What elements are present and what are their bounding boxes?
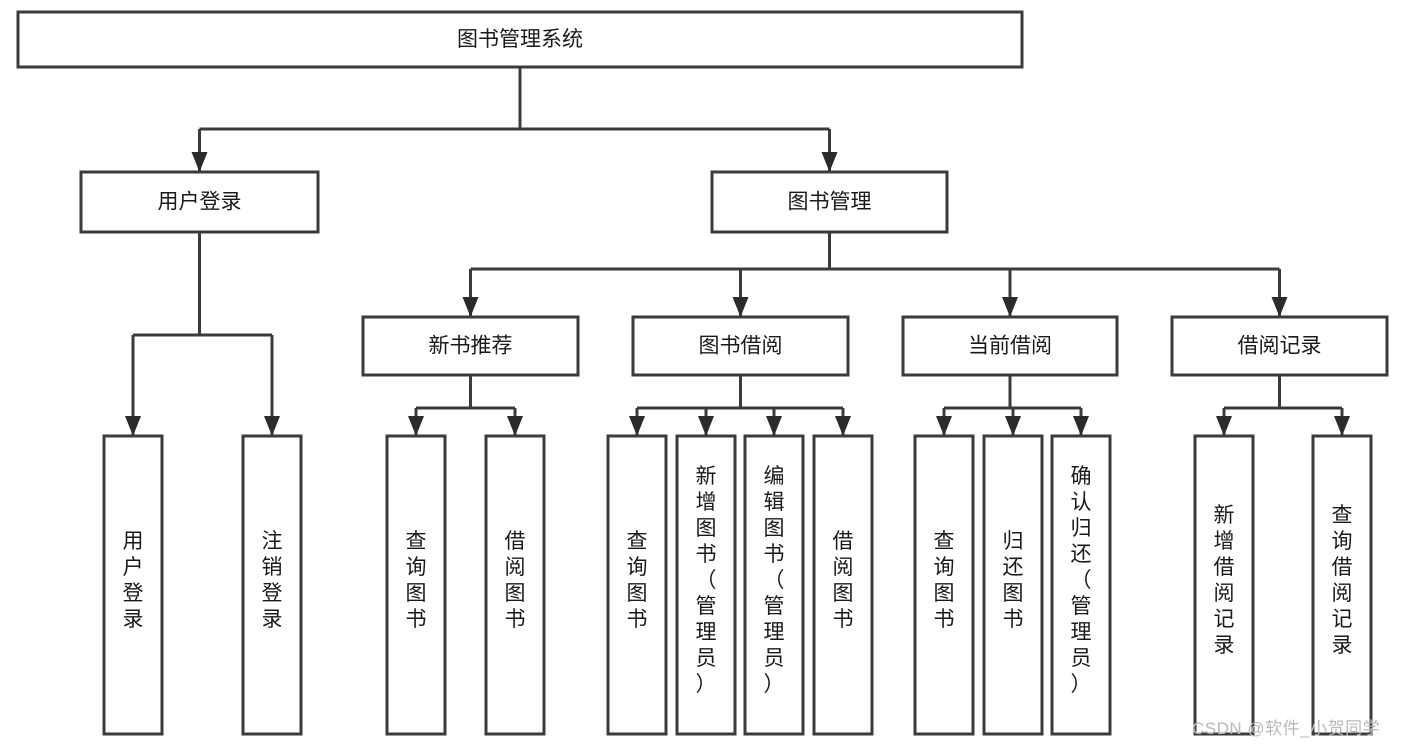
arrow-head-icon xyxy=(507,416,523,436)
node-leaf-user-login[interactable]: 用户登录 xyxy=(102,434,164,736)
node-leaf-edit-book[interactable]: 编辑图书（管理员） xyxy=(743,434,805,736)
node-leaf-query-record[interactable]: 查询借阅记录 xyxy=(1311,434,1373,736)
arrow-head-icon xyxy=(1002,297,1018,317)
csdn-watermark: CSDN @软件_小贺同学 xyxy=(1192,719,1381,738)
node-label-leaf-borrow-book-rec: 借阅图书 xyxy=(505,530,526,631)
node-label-leaf-logout: 注销登录 xyxy=(262,530,283,631)
node-leaf-query-book-borrow[interactable]: 查询图书 xyxy=(606,434,668,736)
node-leaf-logout[interactable]: 注销登录 xyxy=(241,434,303,736)
node-box-leaf-add-record xyxy=(1193,434,1255,736)
node-label-leaf-add-record: 新增借阅记录 xyxy=(1214,504,1235,657)
node-box-current-borrow xyxy=(901,315,1119,377)
arrow-head-icon xyxy=(191,152,208,172)
node-leaf-borrow-book-rec[interactable]: 借阅图书 xyxy=(484,434,546,736)
node-leaf-return-book[interactable]: 归还图书 xyxy=(982,434,1044,736)
arrow-head-icon xyxy=(1005,416,1021,436)
node-label-root: 图书管理系统 xyxy=(457,28,583,51)
arrow-head-icon xyxy=(821,152,838,172)
node-label-leaf-query-record: 查询借阅记录 xyxy=(1332,504,1353,657)
arrow-head-icon xyxy=(629,416,645,436)
arrow-head-icon xyxy=(408,416,424,436)
arrow-head-icon xyxy=(125,416,141,436)
node-label-user-login: 用户登录 xyxy=(158,191,242,214)
node-box-leaf-edit-book xyxy=(743,434,805,736)
nodes-layer: 图书管理系统用户登录图书管理新书推荐图书借阅当前借阅借阅记录用户登录注销登录查询… xyxy=(16,10,1389,736)
node-label-leaf-edit-book: 编辑图书（管理员） xyxy=(764,465,785,696)
node-box-book-borrow xyxy=(631,315,850,377)
node-book-management[interactable]: 图书管理 xyxy=(710,170,949,234)
node-new-book-recommend[interactable]: 新书推荐 xyxy=(361,315,580,377)
node-label-book-borrow: 图书借阅 xyxy=(699,335,783,358)
node-box-leaf-user-login xyxy=(102,434,164,736)
node-root[interactable]: 图书管理系统 xyxy=(16,10,1024,69)
arrow-head-icon xyxy=(264,416,280,436)
node-label-leaf-borrow-book: 借阅图书 xyxy=(833,530,854,631)
node-leaf-confirm-return[interactable]: 确认归还（管理员） xyxy=(1050,434,1112,736)
node-label-leaf-query-book-rec: 查询图书 xyxy=(406,530,427,631)
node-box-new-book-recommend xyxy=(361,315,580,377)
node-book-borrow[interactable]: 图书借阅 xyxy=(631,315,850,377)
node-box-leaf-add-book xyxy=(675,434,737,736)
node-box-leaf-borrow-book-rec xyxy=(484,434,546,736)
arrow-head-icon xyxy=(462,297,479,317)
node-leaf-add-book[interactable]: 新增图书（管理员） xyxy=(675,434,737,736)
node-box-leaf-query-book-borrow xyxy=(606,434,668,736)
node-borrow-record[interactable]: 借阅记录 xyxy=(1170,315,1389,377)
node-box-borrow-record xyxy=(1170,315,1389,377)
node-leaf-query-book-current[interactable]: 查询图书 xyxy=(913,434,975,736)
node-box-leaf-query-book-rec xyxy=(385,434,447,736)
arrow-head-icon xyxy=(835,416,851,436)
node-leaf-borrow-book[interactable]: 借阅图书 xyxy=(812,434,874,736)
node-label-leaf-add-book: 新增图书（管理员） xyxy=(696,465,717,696)
node-box-user-login xyxy=(79,170,320,234)
node-leaf-query-book-rec[interactable]: 查询图书 xyxy=(385,434,447,736)
arrow-head-icon xyxy=(732,297,749,317)
node-leaf-add-record[interactable]: 新增借阅记录 xyxy=(1193,434,1255,736)
node-box-leaf-query-record xyxy=(1311,434,1373,736)
node-label-borrow-record: 借阅记录 xyxy=(1238,335,1322,358)
node-label-current-borrow: 当前借阅 xyxy=(968,335,1052,358)
node-label-leaf-query-book-current: 查询图书 xyxy=(934,530,955,631)
arrow-head-icon xyxy=(1334,416,1350,436)
node-box-leaf-logout xyxy=(241,434,303,736)
arrow-head-icon xyxy=(698,416,714,436)
arrow-head-icon xyxy=(1271,297,1288,317)
node-user-login[interactable]: 用户登录 xyxy=(79,170,320,234)
node-box-leaf-borrow-book xyxy=(812,434,874,736)
arrow-head-icon xyxy=(1073,416,1089,436)
connectors-layer xyxy=(125,67,1350,436)
node-label-new-book-recommend: 新书推荐 xyxy=(429,335,513,358)
node-label-leaf-confirm-return: 确认归还（管理员） xyxy=(1071,465,1092,696)
node-box-leaf-query-book-current xyxy=(913,434,975,736)
arrow-head-icon xyxy=(766,416,782,436)
node-current-borrow[interactable]: 当前借阅 xyxy=(901,315,1119,377)
node-box-root xyxy=(16,10,1024,69)
node-label-leaf-query-book-borrow: 查询图书 xyxy=(627,530,648,631)
node-label-leaf-user-login: 用户登录 xyxy=(123,530,144,631)
arrow-head-icon xyxy=(1216,416,1232,436)
node-box-book-management xyxy=(710,170,949,234)
arrow-head-icon xyxy=(936,416,952,436)
node-box-leaf-confirm-return xyxy=(1050,434,1112,736)
node-box-leaf-return-book xyxy=(982,434,1044,736)
node-label-leaf-return-book: 归还图书 xyxy=(1003,530,1024,631)
node-label-book-management: 图书管理 xyxy=(788,191,872,214)
